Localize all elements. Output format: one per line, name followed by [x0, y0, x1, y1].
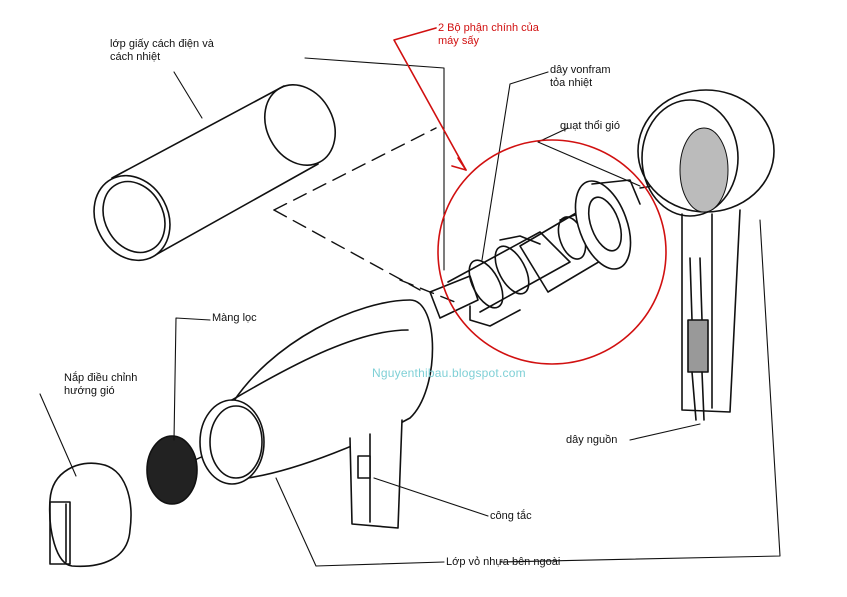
rear-housing [637, 89, 775, 421]
label-filter: Màng lọc [212, 312, 257, 324]
label-nozzle-line1: Nắp điều chỉnh [64, 372, 138, 384]
heater-element-assembly [429, 179, 641, 327]
main-parts-highlight [393, 27, 667, 365]
label-main-parts-line1: 2 Bộ phận chính của [438, 22, 539, 34]
label-insulation-paper: lớp giấy cách điện và cách nhiệt [110, 38, 214, 64]
label-tungsten-wire-line1: dây vonfram [550, 64, 611, 76]
watermark-text: Nguyenthibau.blogspot.com [372, 366, 526, 380]
label-nozzle: Nắp điều chỉnh hướng gió [64, 372, 137, 398]
nozzle-cap [48, 462, 132, 568]
label-switch: công tắc [490, 510, 532, 522]
label-tungsten-wire-line2: tỏa nhiệt [550, 77, 593, 89]
label-nozzle-line2: hướng gió [64, 385, 115, 397]
label-main-parts-line2: máy sấy [438, 35, 479, 47]
leader-lines [39, 57, 781, 567]
mesh-filter [146, 435, 198, 505]
label-power-cord: dây nguồn [566, 434, 618, 446]
insulation-paper-cylinder [93, 84, 336, 262]
label-main-parts: 2 Bộ phận chính của máy sấy [438, 22, 539, 48]
label-insulation-paper-line2: cách nhiệt [110, 51, 161, 63]
front-shell [199, 299, 434, 529]
label-insulation-paper-line1: lớp giấy cách điện và [110, 38, 214, 50]
label-outer-shell: Lớp vỏ nhựa bên ngoài [446, 556, 561, 568]
label-fan: quạt thổi gió [560, 120, 620, 132]
label-tungsten-wire: dây vonfram tỏa nhiệt [550, 64, 611, 90]
